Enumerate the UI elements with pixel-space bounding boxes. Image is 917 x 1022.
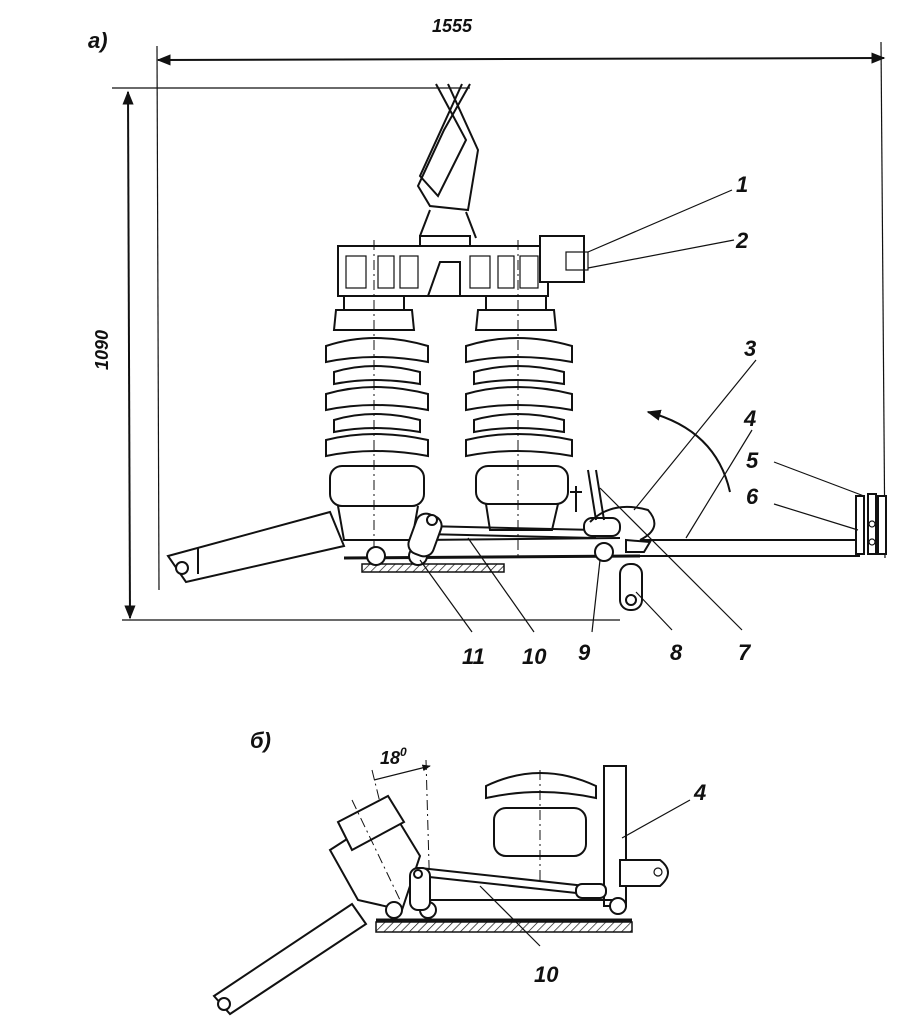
view-b-label: б) [250,728,271,753]
left-insulator [325,240,429,560]
linkage-rods [366,512,643,611]
width-dimension-line [156,41,886,591]
callout-4: 4 [743,406,756,431]
view-a-label: а) [88,28,108,53]
callout-10: 10 [522,644,547,669]
height-dimension-label: 1090 [92,330,112,370]
callout-1: 1 [736,172,748,197]
earthing-blade-b [212,902,368,1016]
height-dimension-line [112,87,620,621]
end-contacts [855,493,887,555]
angle-label: 180 [380,745,407,768]
linkage-b [385,867,627,919]
callout-b-4: 4 [693,780,706,805]
callout-9: 9 [578,640,591,665]
width-dimension-label: 1555 [432,16,473,36]
callout-2: 2 [735,228,749,253]
callout-leaders-b [479,799,691,947]
right-insulator-b [485,770,597,880]
callout-3: 3 [744,336,756,361]
earthing-blade [166,510,346,584]
rotation-arrow [646,409,731,493]
callout-6: 6 [746,484,759,509]
callout-leaders-a [419,189,865,633]
tilted-insulator [328,794,422,912]
view-a: а) 1555 1090 [88,16,887,669]
callout-8: 8 [670,640,683,665]
contact-knife-loop [416,83,480,239]
view-b: б) 180 [212,728,706,1016]
angle-label-value: 18 [380,748,400,768]
angle-label-unit: 0 [400,745,407,759]
callout-7: 7 [738,640,752,665]
operating-bar [570,469,860,557]
callout-5: 5 [746,448,759,473]
vertical-bar-4 [603,765,669,907]
base-b [375,899,633,933]
right-insulator [465,240,573,560]
top-terminal-block [337,235,589,297]
callout-b-10: 10 [534,962,559,987]
callout-11: 11 [462,644,485,669]
